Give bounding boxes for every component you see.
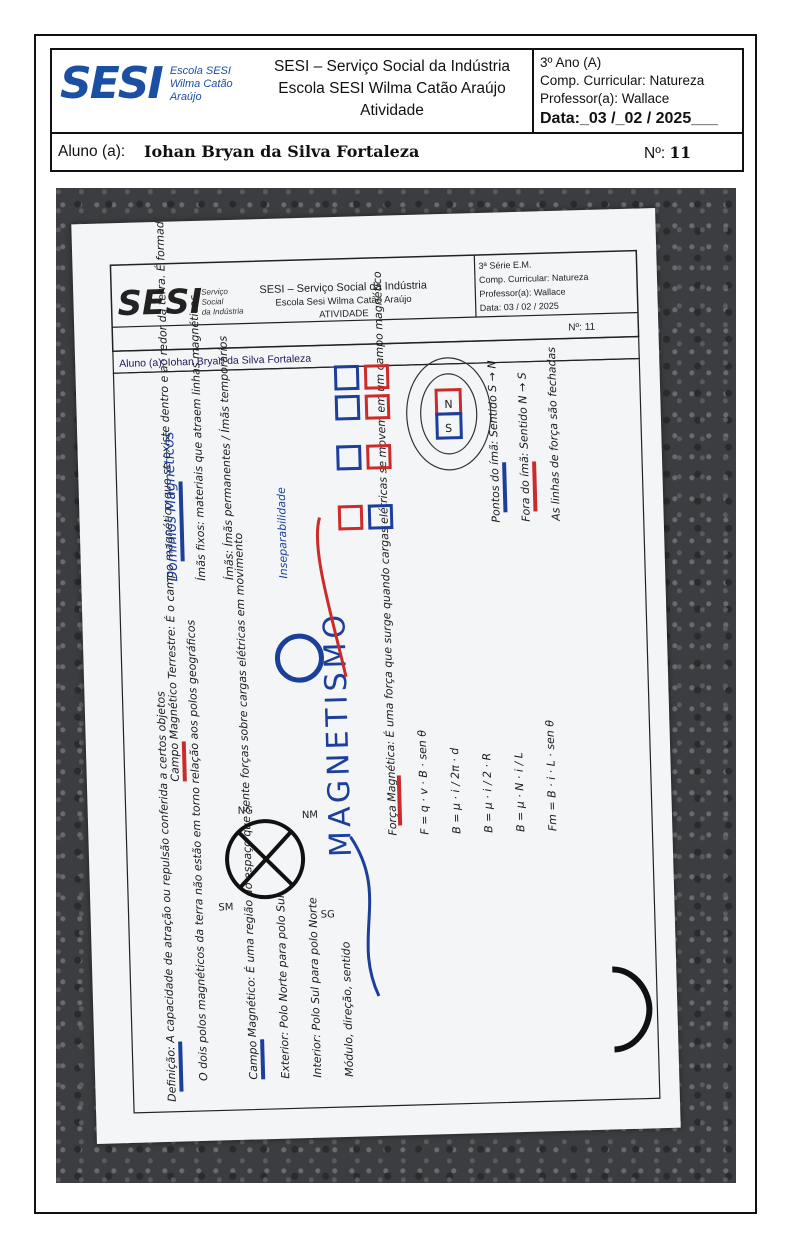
u-magnet [612, 966, 653, 1053]
title-line: Atividade [360, 102, 424, 119]
inseparability-circle [274, 633, 324, 683]
formula-fm: Fm = B · i · L · sen θ [543, 720, 559, 832]
sheet-number: Nº: 11 [568, 322, 596, 334]
label-sg: SG [321, 909, 335, 920]
label-nm: NM [302, 810, 318, 821]
formula-wire: B = μ · i / 2π · d [448, 747, 463, 834]
label-n: N [444, 398, 453, 411]
sheet-logo-sub: Serviço [201, 287, 228, 297]
logo-sub-line: Escola SESI [169, 64, 231, 77]
header-info: 3º Ano (A) Comp. Curricular: Natureza Pr… [540, 54, 745, 128]
sheet-info-line: 3ª Série E.M. [478, 260, 531, 271]
title-line: SESI – Serviço Social da Indústria [273, 58, 511, 75]
center-word: MAGNETISMO [317, 610, 359, 857]
arrow-down [349, 835, 381, 997]
logo-subtitle: Escola SESI Wilma Catão Araújo [170, 65, 233, 104]
underlines [178, 461, 538, 1092]
sheet-title-line: SESI – Serviço Social da Indústria [259, 279, 428, 296]
note-poles: O dois polos magnéticos da terra não est… [184, 619, 210, 1081]
sheet-header-divider [473, 255, 477, 318]
student-label: Aluno (a): [58, 143, 126, 160]
subject: Comp. Curricular: Natureza [540, 73, 705, 88]
sheet-drawing: SESI Serviço Social da Indústria SESI – … [109, 208, 661, 1114]
sheet-title-line: ATIVIDADE [319, 308, 369, 320]
school-logo: SESI Escola SESI Wilma Catão Araújo [60, 62, 233, 106]
number-value: 11 [669, 143, 692, 162]
sheet-logo-sub: da Indústria [202, 307, 245, 317]
formula-loop: B = μ · i / 2 · R [480, 753, 495, 833]
sheet-header-line [112, 311, 638, 328]
sheet-student: Aluno (a): Iohan Bryan da Silva Fortalez… [119, 353, 311, 370]
note-inseparability: Inseparabilidade [275, 487, 291, 579]
page-frame [34, 34, 757, 1214]
title-line: Escola SESI Wilma Catão Araújo [278, 80, 506, 97]
logo-mark: SESI [60, 58, 164, 109]
note-domains: Domínios Magnéticos [161, 432, 181, 582]
note-exterior: Exterior: Polo Norte para polo Sul [274, 895, 292, 1079]
earth-diagram: NG SG NM SM [218, 805, 335, 920]
teacher: Professor(a): Wallace [540, 91, 670, 106]
header: SESI Escola SESI Wilma Catão Araújo SESI… [50, 48, 744, 134]
label-sm: SM [218, 902, 233, 913]
activity-photo: SESI Serviço Social da Indústria SESI – … [56, 188, 736, 1183]
note-outside: Fora do ímã: Sentido N → S [516, 372, 533, 522]
student-row: Aluno (a): Iohan Bryan da Silva Fortalez… [50, 134, 744, 172]
formula-solenoid: B = μ · N · i / L [512, 752, 527, 832]
student-number: Nº: 11 [644, 143, 691, 163]
arrow-up [315, 517, 348, 678]
note-fixed-magnets: Ímãs fixos: materiais que atraem linhas … [187, 295, 208, 581]
logo-sub-line: Wilma Catão [169, 77, 233, 90]
sheet-title-line: Escola Sesi Wilma Catão Araújo [275, 294, 411, 309]
header-title: SESI – Serviço Social da Indústria Escol… [252, 56, 532, 122]
formula-force: F = q · v · B · sen θ [416, 730, 432, 835]
note-interior: Interior: Polo Sul para polo Norte [306, 897, 324, 1078]
bar-magnet: N S [406, 357, 492, 471]
sheet-logo-sub: Social [201, 297, 223, 307]
domain-grid [333, 364, 394, 531]
header-divider [532, 50, 534, 134]
label-ng: NG [238, 805, 254, 816]
grade: 3º Ano (A) [540, 55, 602, 70]
date: Data:_03 /_02 / 2025___ [540, 110, 718, 127]
note-inside: Pontos do ímã: Sentido S → N [485, 360, 503, 523]
sheet-info-line: Data: 03 / 02 / 2025 [480, 301, 559, 313]
sheet-info-line: Comp. Curricular: Natureza [479, 272, 589, 285]
logo-sub-line: Araújo [169, 90, 202, 103]
note-force: Força Magnética: É uma força que surge q… [371, 271, 400, 836]
note-closed-lines: As linhas de força são fechadas [545, 347, 563, 523]
sheet-info-line: Professor(a): Wallace [479, 287, 565, 299]
label-s: S [445, 422, 452, 435]
note-module: Módulo, direção, sentido [339, 941, 356, 1077]
paper-sheet: SESI Serviço Social da Indústria SESI – … [71, 208, 681, 1144]
note-magnet-types: Ímãs: Ímãs permanentes / Ímãs temporário… [216, 335, 236, 580]
number-label: Nº: [644, 145, 666, 162]
student-name: Iohan Bryan da Silva Fortaleza [144, 142, 420, 161]
sheet-logo: SESI [117, 282, 203, 324]
